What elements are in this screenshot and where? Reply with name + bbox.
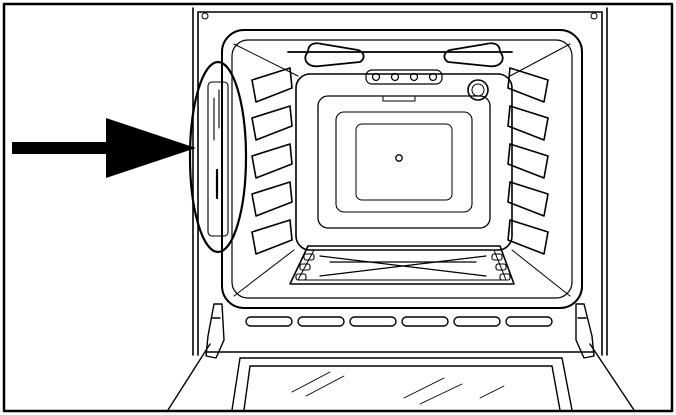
frame-screw-right xyxy=(590,12,598,20)
door-glass-reflection xyxy=(291,371,505,405)
oven-door xyxy=(167,343,635,411)
fan-hole xyxy=(395,154,403,162)
pointer-arrow xyxy=(12,118,196,178)
vent-slots xyxy=(245,316,553,327)
bake-element-slots xyxy=(295,253,511,281)
left-rack-rib xyxy=(251,105,293,141)
oven-frame xyxy=(192,7,608,356)
cavity-inner xyxy=(231,39,573,299)
right-rack-supports xyxy=(507,67,549,255)
right-rack-rib xyxy=(507,67,549,103)
vent-slot xyxy=(297,316,345,327)
callout-ellipse xyxy=(188,60,248,254)
back-wall-panel-center xyxy=(355,123,453,201)
oven-light-icon xyxy=(467,79,489,101)
right-rack-rib xyxy=(507,219,549,255)
frame-screw-left xyxy=(201,12,209,20)
back-wall-panel-inner xyxy=(335,111,473,213)
right-rack-rib xyxy=(507,105,549,141)
bake-element-inner xyxy=(297,249,507,281)
back-wall-panel xyxy=(317,95,491,229)
cavity-outer xyxy=(221,29,583,309)
broil-element xyxy=(287,42,513,68)
vent-slot xyxy=(453,316,501,327)
model-label-plate xyxy=(207,81,229,237)
oven-light-lens xyxy=(471,83,485,97)
bake-element-cross xyxy=(319,255,487,277)
vent-slot xyxy=(349,316,397,327)
left-rack-rib xyxy=(251,219,293,255)
hinge-left xyxy=(205,303,225,359)
back-wall-tab xyxy=(382,96,416,102)
bake-element xyxy=(289,245,515,285)
cavity-perspective-lines xyxy=(233,43,571,297)
left-rack-supports xyxy=(251,67,293,255)
vent-slot xyxy=(401,316,449,327)
left-rack-rib xyxy=(251,181,293,217)
vent-slot xyxy=(505,316,553,327)
left-rack-rib xyxy=(251,143,293,179)
broil-element-mounts xyxy=(365,69,443,85)
right-rack-rib xyxy=(507,181,549,217)
vent-slot xyxy=(245,316,293,327)
right-rack-rib xyxy=(507,143,549,179)
left-rack-rib xyxy=(251,67,293,103)
hinge-right xyxy=(575,303,595,359)
